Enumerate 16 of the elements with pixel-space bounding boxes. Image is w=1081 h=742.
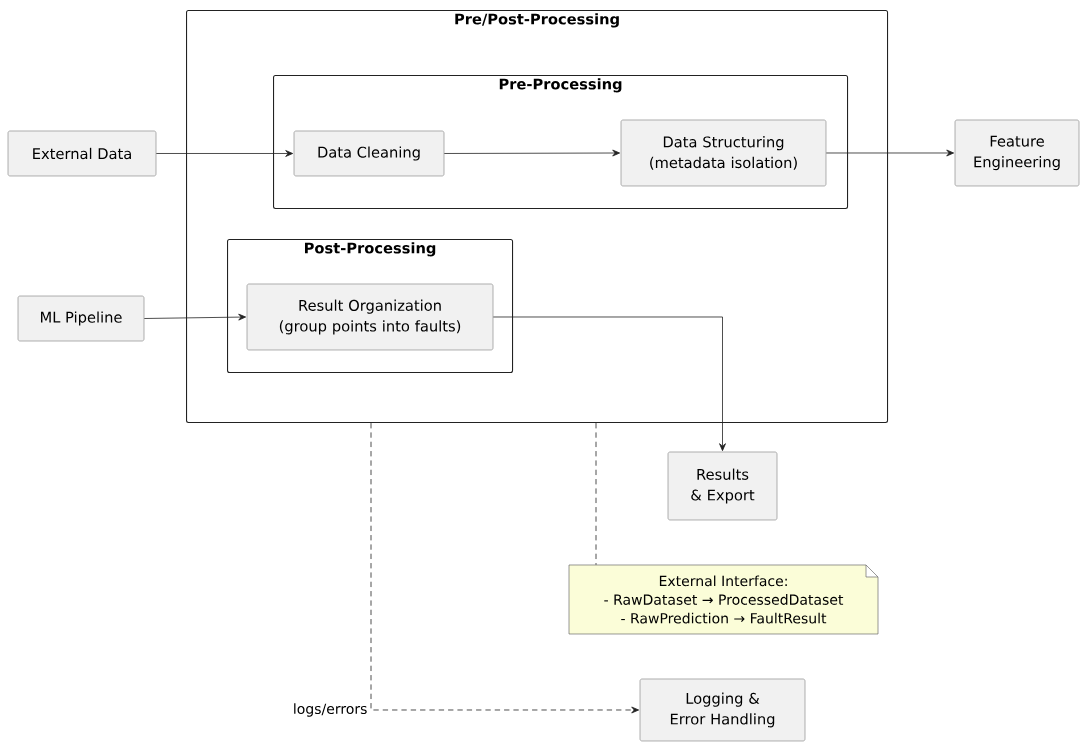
arrow	[370, 422, 640, 714]
process-box: Feature Engineering	[954, 119, 1080, 187]
process-box: External Data	[7, 130, 157, 177]
edge-label: logs/errors	[291, 701, 369, 719]
process-box: Results & Export	[667, 451, 778, 521]
arrow	[143, 313, 247, 321]
process-box: Logging & Error Handling	[639, 678, 806, 742]
process-box: Data Cleaning	[293, 130, 445, 177]
process-box: Data Structuring (metadata isolation)	[620, 119, 827, 187]
arrow	[155, 150, 294, 157]
arrow	[443, 149, 621, 157]
note: External Interface: - RawDataset → ProcessedDataset - RawPrediction → FaultResult	[568, 564, 879, 635]
process-box: ML Pipeline	[17, 295, 145, 342]
arrow	[492, 316, 726, 452]
arrow	[825, 149, 955, 157]
process-box: Result Organization (group points into faults)	[246, 283, 494, 351]
